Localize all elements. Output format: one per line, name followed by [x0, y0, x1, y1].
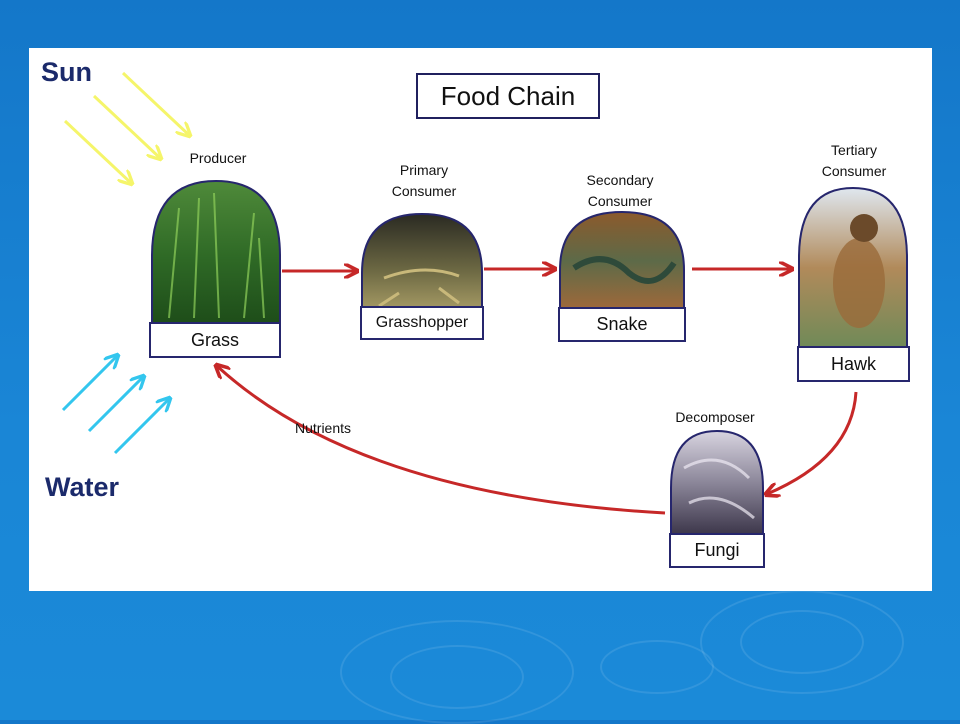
sun-ray-arrow — [63, 119, 131, 183]
sun-ray-arrow — [92, 94, 160, 158]
grasshopper-image — [361, 212, 483, 311]
water-ripple — [600, 640, 714, 694]
fungi-image — [670, 429, 764, 537]
water-label: Water — [45, 472, 120, 502]
flow-arrow-hawk-to-fungi — [767, 391, 858, 494]
diagram-panel: Sun Water Food Chain Producer Primary Co… — [29, 48, 932, 591]
diagram-title: Food Chain — [416, 73, 600, 119]
producer-role-label: Producer — [189, 150, 247, 166]
water-ripple — [390, 645, 524, 709]
grass-name-box: Grass — [149, 322, 281, 358]
tertiary-consumer-role-label: Tertiary Consumer — [821, 142, 887, 179]
snake-name-box: Snake — [558, 307, 686, 342]
decomposer-role-label: Decomposer — [675, 409, 755, 425]
diagram-graphics — [61, 71, 908, 537]
sun-ray-arrow — [121, 71, 189, 135]
water-arrow — [113, 399, 169, 455]
grasshopper-name-box: Grasshopper — [360, 306, 484, 340]
nutrients-label: Nutrients — [295, 420, 352, 436]
primary-consumer-role-label: Primary Consumer — [391, 162, 457, 199]
water-arrow — [87, 377, 143, 433]
water-arrow — [61, 356, 117, 412]
water-ripple — [700, 590, 904, 694]
secondary-consumer-role-label: Secondary Consumer — [586, 172, 654, 209]
snake-image — [559, 210, 685, 311]
fungi-name-box: Fungi — [669, 533, 765, 568]
nutrients-arrow-fungi-to-grass — [217, 366, 666, 515]
sun-label: Sun — [41, 57, 92, 87]
water-ripple — [740, 610, 864, 674]
hawk-name-box: Hawk — [797, 346, 910, 382]
